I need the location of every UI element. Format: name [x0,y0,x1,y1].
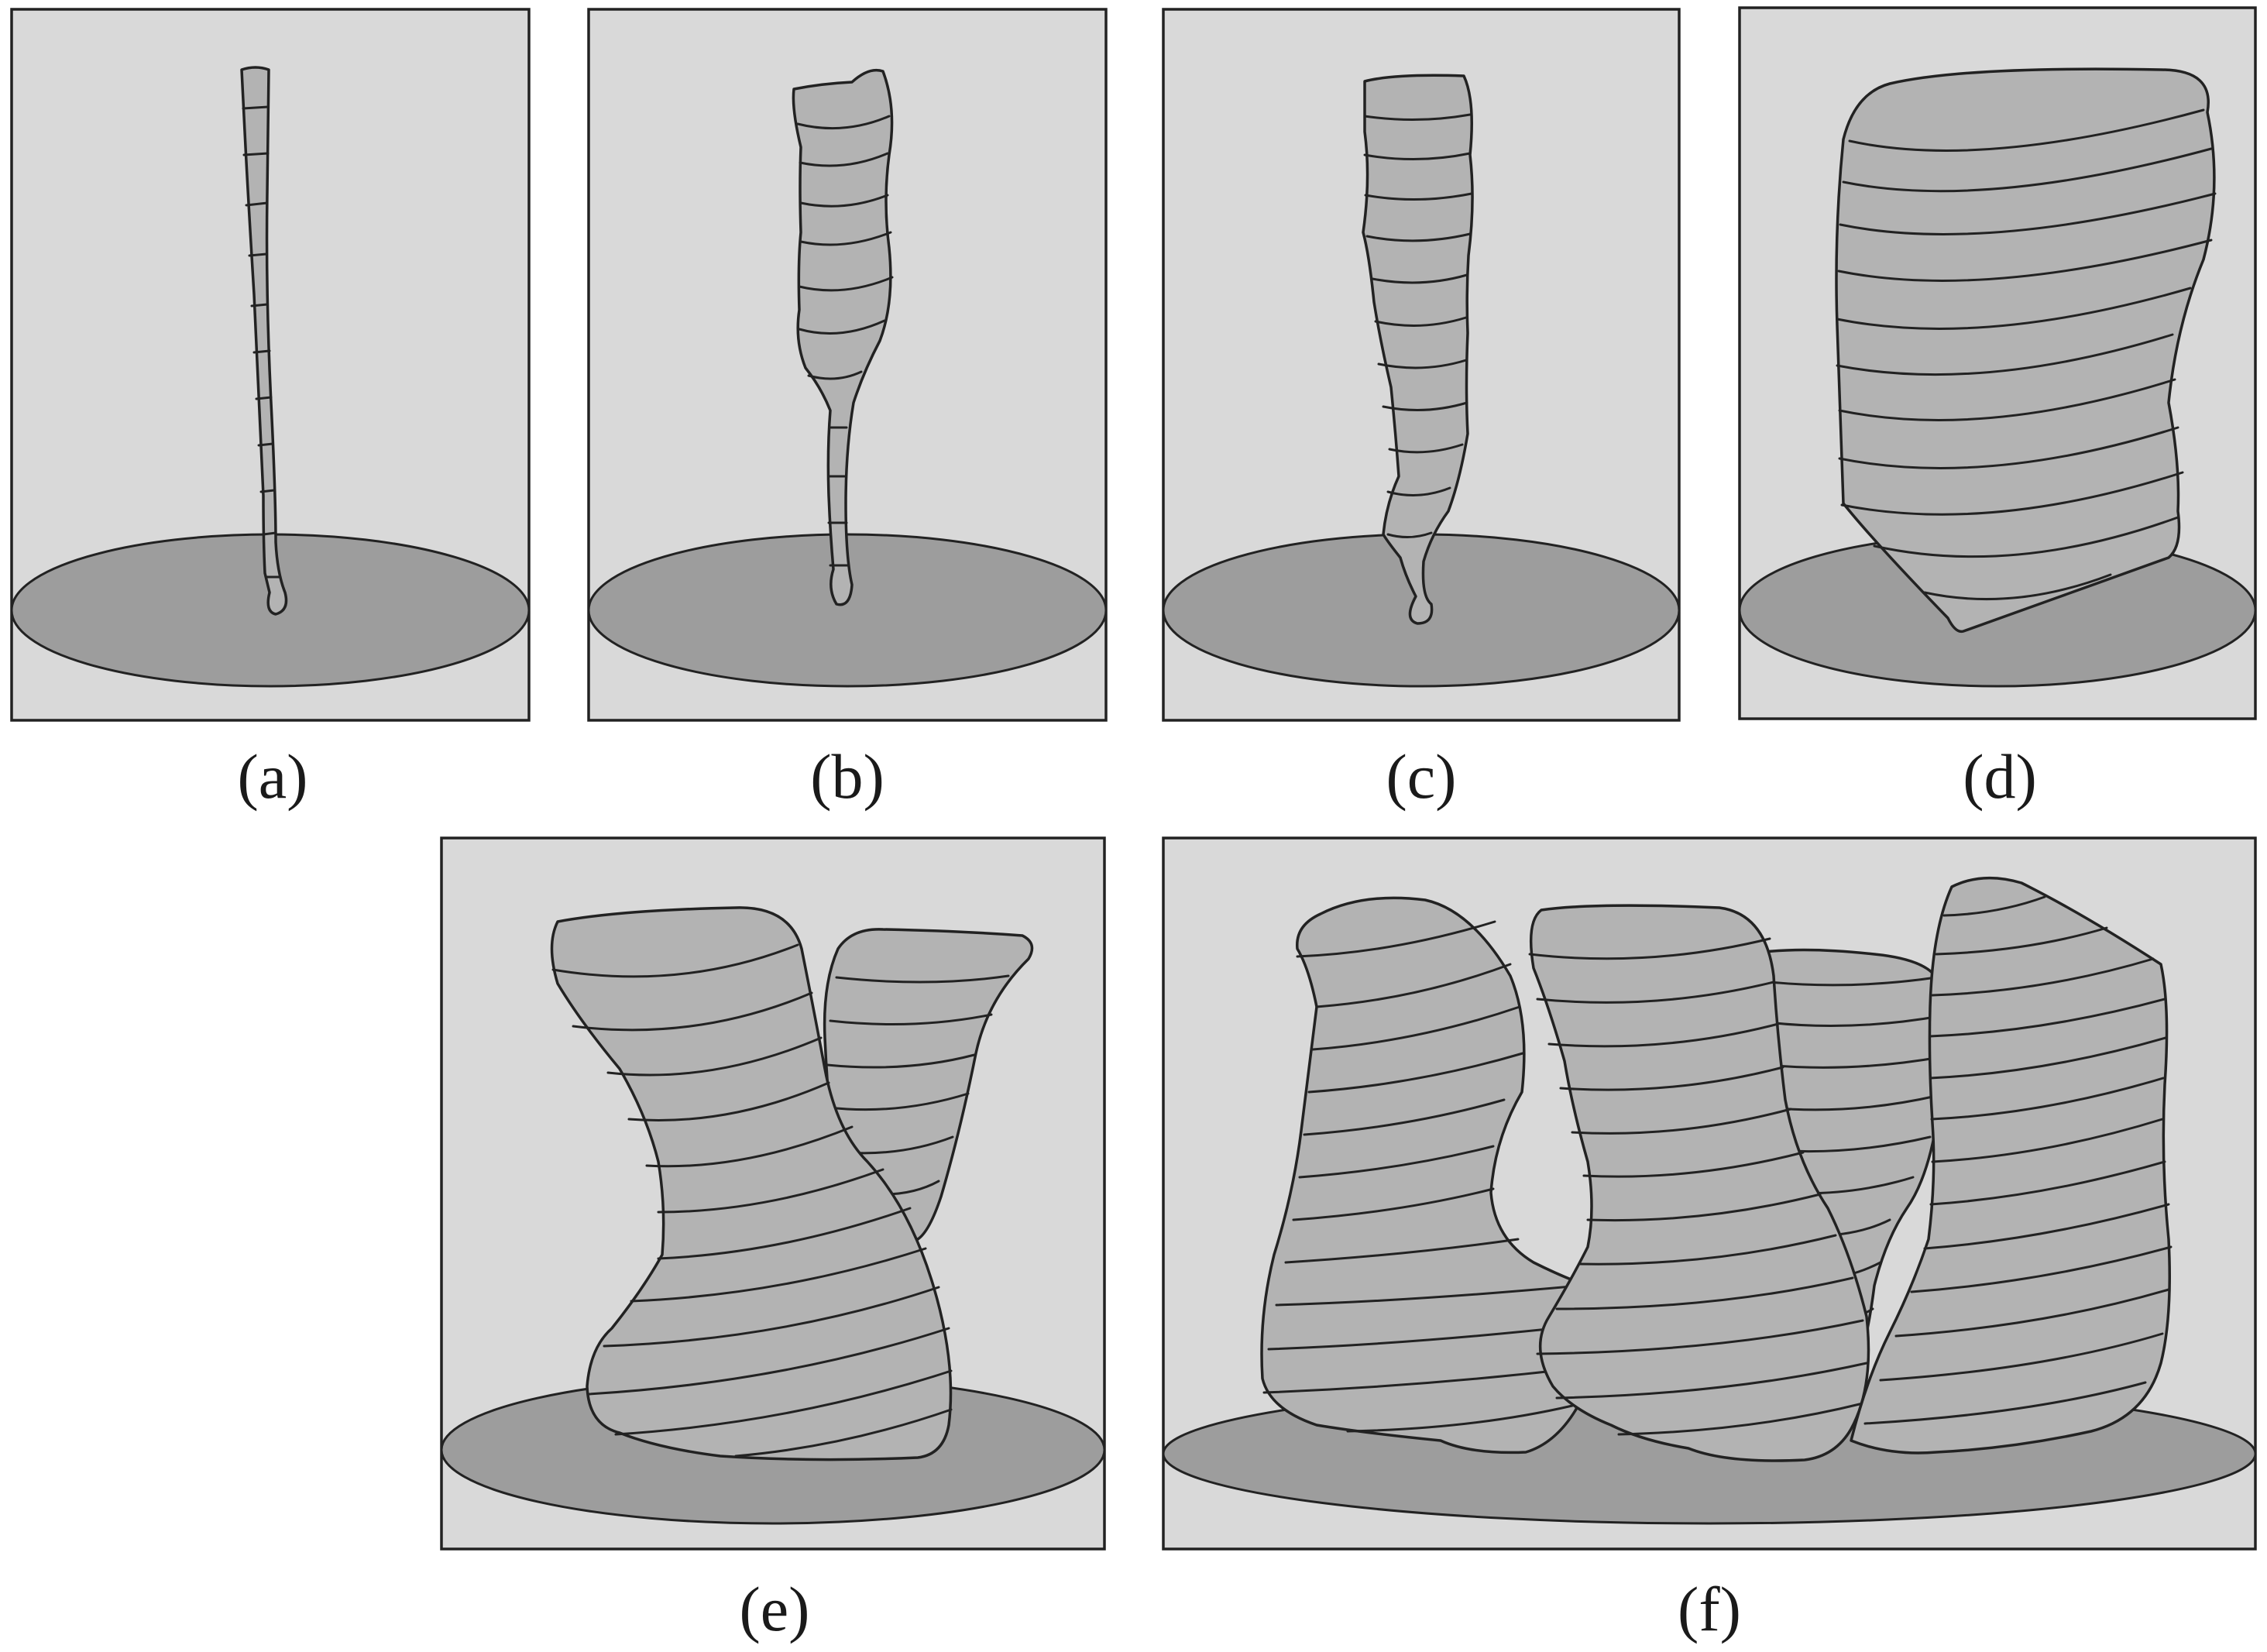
panel-d-caption: (d) [1963,741,2037,812]
panel-f-caption: (f) [1678,1574,1741,1644]
panel-e-front-stripes [551,943,953,1458]
panel-c-stalk [1362,74,1474,625]
panel-f-middle-column [1529,904,1870,1462]
panel-b-stalk [792,68,894,606]
panel-f-left-column [1260,896,1593,1455]
panel-f: (f) [1162,836,2257,1644]
panel-f-left-stripes [1262,920,1593,1433]
panel-e-back-stripes [826,974,1010,1196]
panel-a-stripes [242,105,282,579]
panel-c: (c) [1162,8,1681,812]
panel-e-caption: (e) [739,1574,809,1644]
panel-b-stripes [796,115,894,567]
panel-a-caption: (a) [237,741,307,812]
panel-f-right-stripes [1863,895,2173,1425]
panel-f-middle-stripes [1528,937,1868,1436]
panel-c-stripes [1363,113,1473,538]
panel-d-tower [1835,67,2216,634]
panel-b-caption: (b) [810,741,884,812]
panel-d-stripes [1836,108,2217,600]
panel-b: (b) [587,8,1108,812]
panel-e: (e) [440,836,1106,1644]
panel-d: (d) [1738,6,2257,812]
panel-a: (a) [10,8,531,812]
panel-e-front-column [550,906,953,1461]
panel-c-caption: (c) [1386,741,1456,812]
